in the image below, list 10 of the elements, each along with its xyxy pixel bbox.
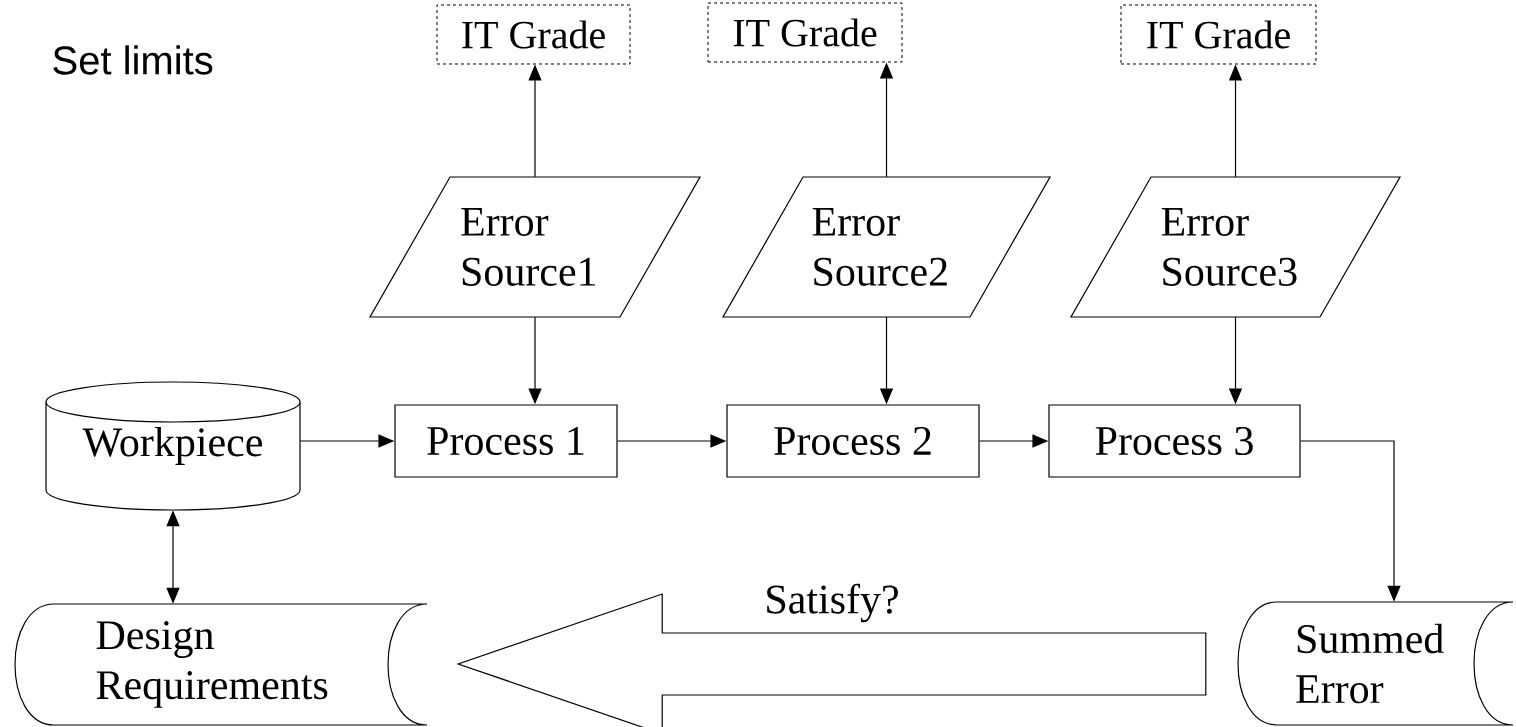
grade-box: IT Grade bbox=[1120, 4, 1317, 65]
grade-box: IT Grade bbox=[436, 4, 631, 65]
process-box: Process 2 bbox=[726, 404, 980, 478]
block-arrow bbox=[456, 593, 1207, 727]
grade-box: IT Grade bbox=[707, 2, 903, 63]
database-cylinder: Workpiece bbox=[45, 381, 301, 511]
title-text: Set limits bbox=[53, 45, 213, 75]
edge-label: Satisfy? bbox=[762, 581, 902, 625]
process-box: Process 1 bbox=[394, 404, 618, 478]
process-box: Process 3 bbox=[1048, 404, 1301, 478]
